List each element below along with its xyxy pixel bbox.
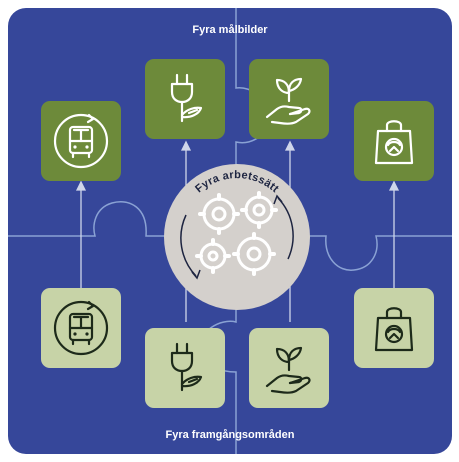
top-title: Fyra målbilder [192,24,268,36]
cycle-arrows-icon [180,194,294,280]
goal-tile-hand-plant [249,59,329,139]
area-tile-plug [145,328,225,408]
goal-tile-bus [41,101,121,181]
goal-tile-shopping-bag [354,101,434,181]
bus-icon [53,113,109,169]
goal-tile-plug [145,59,225,139]
area-tile-bus [41,288,121,368]
center-circle: Fyra arbetssätt [164,164,310,310]
hand-plant-icon [265,346,311,394]
bus-icon [53,300,109,356]
shopping-bag-icon [374,120,414,165]
gear-teeth [195,191,278,276]
hand-plant-icon [265,77,311,125]
area-tile-shopping-bag [354,288,434,368]
area-tile-hand-plant [249,328,329,408]
bottom-title: Fyra framgångsområden [165,429,295,441]
plug-icon [170,342,203,392]
shopping-bag-icon [374,307,414,352]
plug-icon [170,73,203,123]
